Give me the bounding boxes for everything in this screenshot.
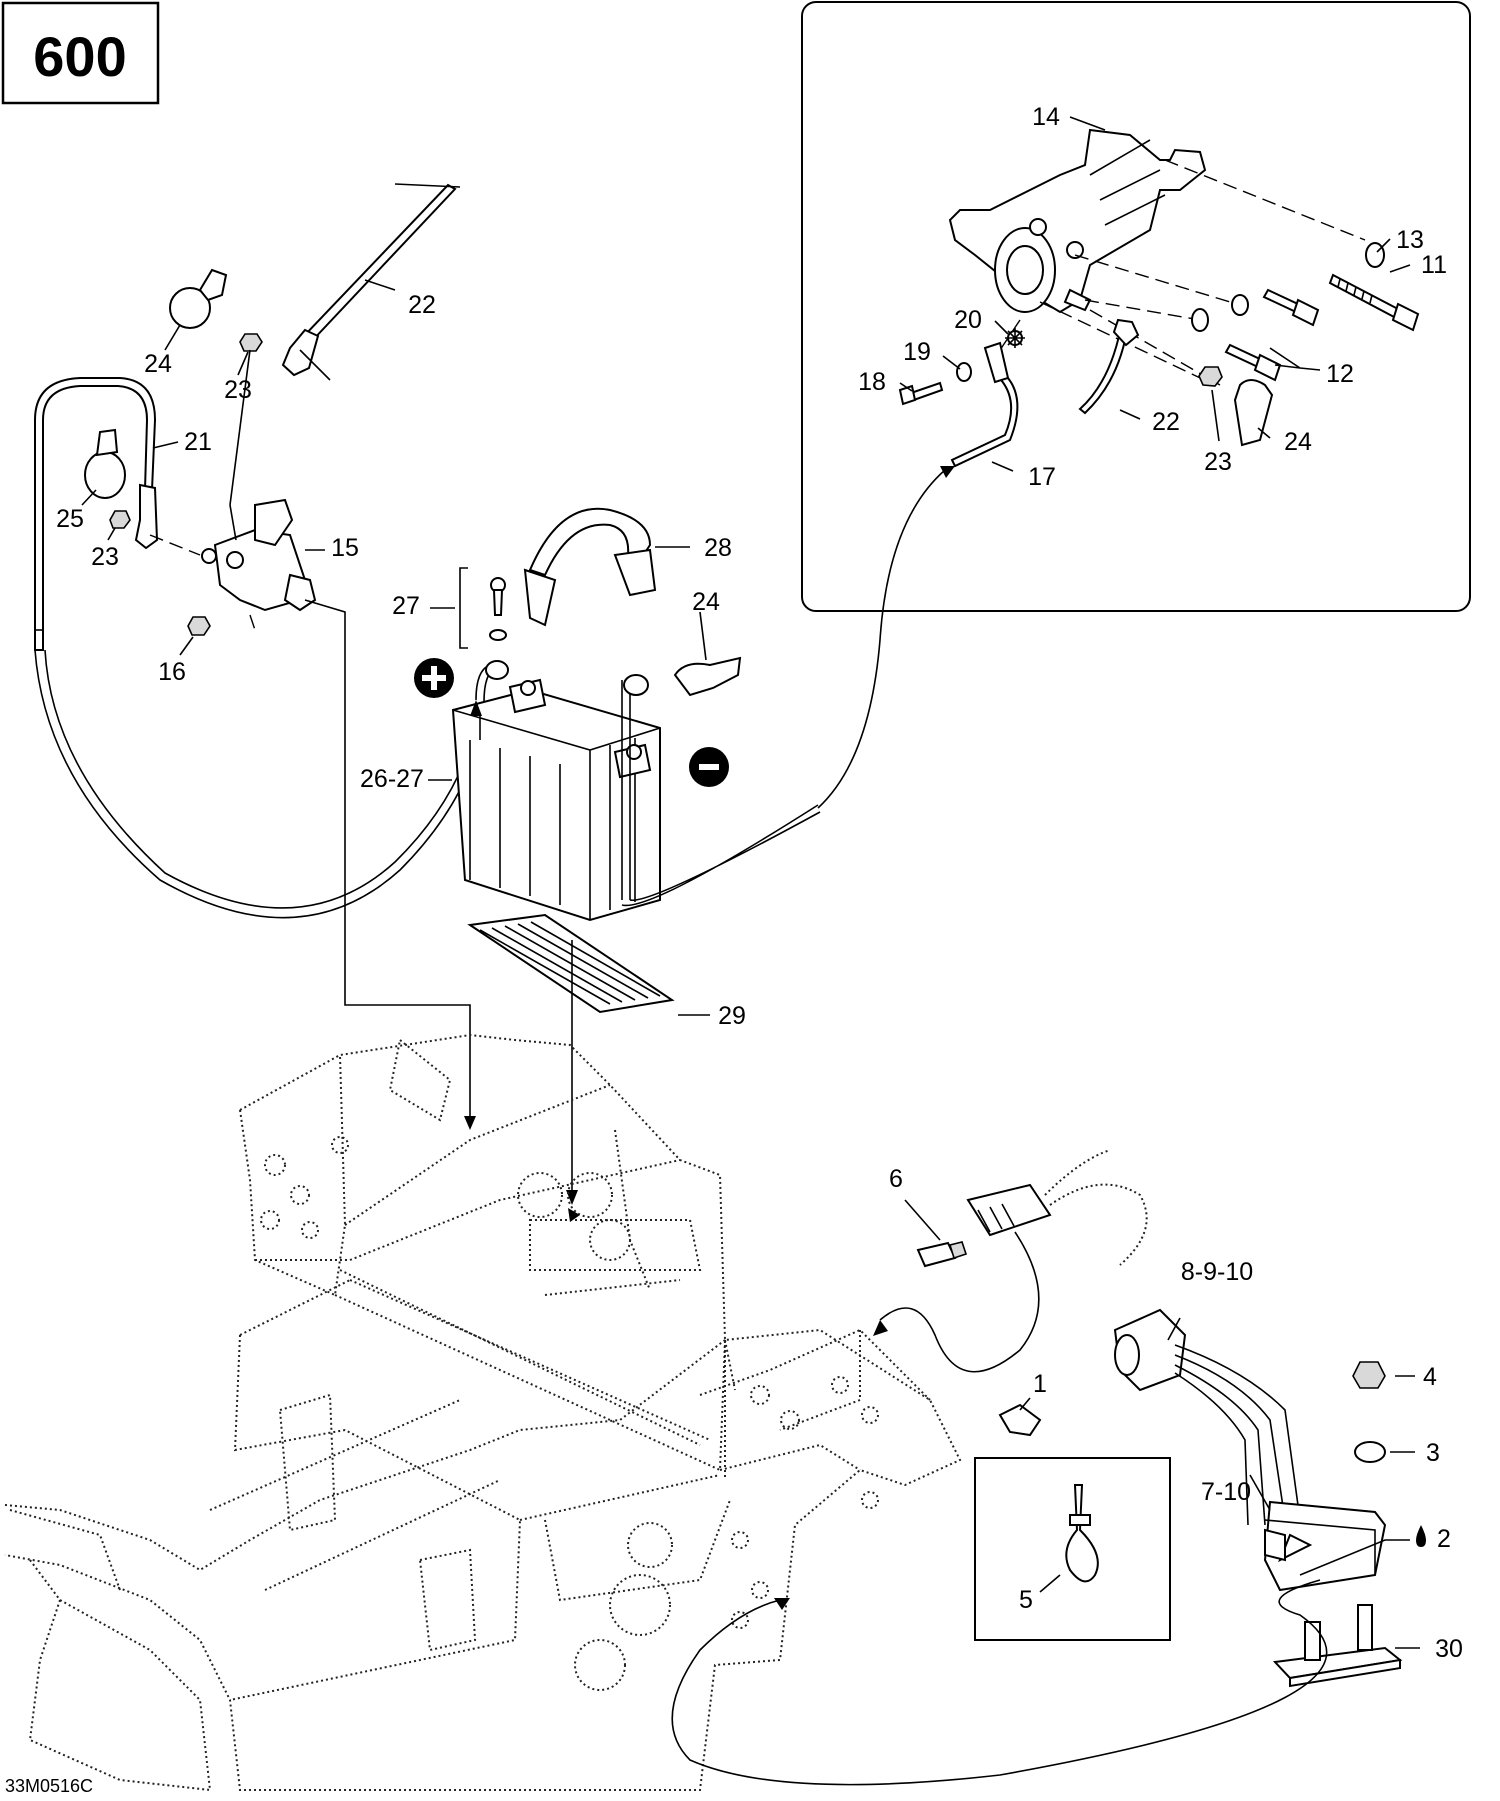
callout-24-inset: 24 — [1284, 428, 1312, 456]
callout-23: 23 — [224, 376, 252, 404]
callout-1: 1 — [1033, 1370, 1047, 1398]
callout-15: 15 — [331, 534, 359, 562]
boot-24-inset — [1233, 379, 1274, 447]
callout-16: 16 — [158, 658, 186, 686]
star-washer-20 — [1005, 328, 1025, 348]
strap-28 — [523, 507, 657, 627]
callout-7-10: 7-10 — [1201, 1478, 1251, 1506]
callout-23-left: 23 — [91, 543, 119, 571]
washer-3 — [1354, 1441, 1386, 1463]
starter-motor — [948, 128, 1207, 314]
cable-21 — [34, 377, 157, 651]
boot-24 — [169, 268, 228, 329]
callout-26-27: 26-27 — [360, 765, 424, 793]
callout-21: 21 — [184, 428, 212, 456]
solenoid-15 — [201, 498, 317, 612]
cable-17-inset — [950, 365, 1019, 468]
cable-22 — [281, 183, 461, 377]
starter-inset-panel — [801, 1, 1471, 612]
callout-6: 6 — [889, 1165, 903, 1193]
callout-24: 24 — [144, 350, 172, 378]
callout-28: 28 — [704, 534, 732, 562]
nut-16 — [187, 616, 211, 636]
callout-29: 29 — [718, 1002, 746, 1030]
cable-tie-5 — [1065, 1484, 1099, 1583]
callout-8-9-10: 8-9-10 — [1181, 1258, 1253, 1286]
callout-25: 25 — [56, 505, 84, 533]
stud-plate-30 — [1272, 1604, 1403, 1688]
model-label: 600 — [33, 25, 126, 88]
callout-13: 13 — [1396, 226, 1424, 254]
fuse-6 — [916, 1241, 968, 1268]
washer — [1191, 308, 1209, 332]
callout-30: 30 — [1435, 1635, 1463, 1663]
callout-17: 17 — [1028, 463, 1056, 491]
battery-26-27 — [451, 678, 661, 922]
bolt-12 — [1224, 288, 1320, 382]
callout-3: 3 — [1426, 1439, 1440, 1467]
callout-2: 2 — [1437, 1525, 1451, 1553]
nut-23-inset — [1198, 366, 1223, 387]
nut-23-left — [109, 510, 131, 529]
clip-1 — [998, 1403, 1042, 1437]
callout-18: 18 — [858, 368, 886, 396]
callout-23-inset: 23 — [1204, 448, 1232, 476]
callout-20: 20 — [954, 306, 982, 334]
screw-27 — [489, 577, 507, 641]
nut-23 — [239, 333, 263, 352]
oil-drop-icon — [1416, 1525, 1426, 1547]
nut-4 — [1352, 1361, 1386, 1389]
callout-24-mid: 24 — [692, 588, 720, 616]
callout-5: 5 — [1019, 1586, 1033, 1614]
callout-27: 27 — [392, 592, 420, 620]
callout-22: 22 — [408, 291, 436, 319]
figure-code: 33M0516C — [5, 1776, 93, 1796]
callout-19: 19 — [903, 338, 931, 366]
bolt-11 — [1328, 273, 1420, 332]
regulator-7-10 — [1263, 1500, 1387, 1592]
callout-11: 11 — [1421, 251, 1447, 279]
mat-29 — [467, 913, 675, 1014]
callout-22-inset: 22 — [1152, 408, 1180, 436]
chassis-frame — [4, 1033, 962, 1791]
fuse-holder — [966, 1183, 1052, 1237]
washer — [1231, 294, 1249, 316]
boot-25 — [84, 428, 126, 499]
washer-19 — [956, 362, 972, 382]
callout-14: 14 — [1032, 103, 1060, 131]
model-label-box: 600 — [1, 1, 160, 105]
boot-24-mid — [673, 656, 742, 697]
plus-circle-icon — [414, 658, 454, 698]
callout-12: 12 — [1326, 360, 1354, 388]
connector-8-9-10 — [1113, 1308, 1301, 1526]
minus-circle-icon — [689, 747, 729, 787]
callout-4: 4 — [1423, 1363, 1437, 1391]
